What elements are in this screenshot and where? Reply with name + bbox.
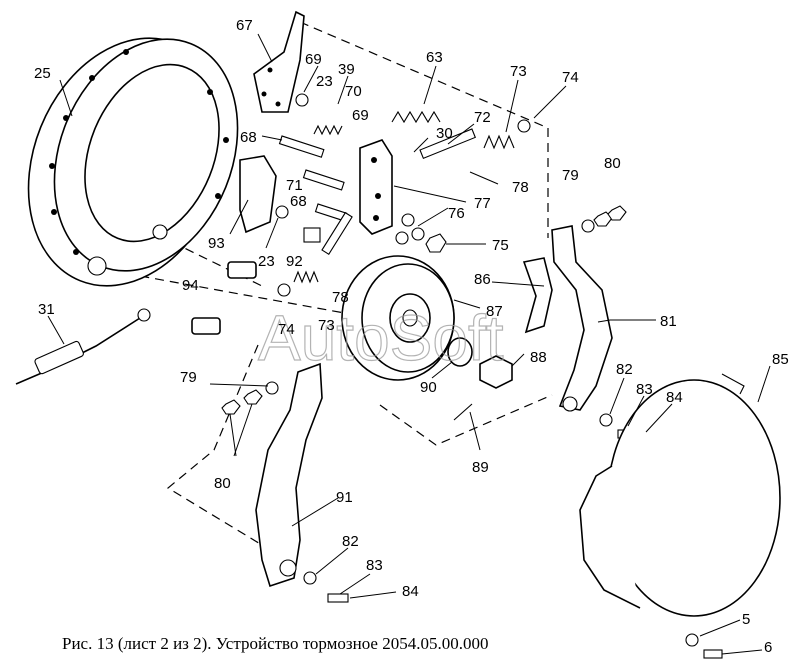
callout-74: 74 — [562, 69, 579, 86]
callout-94: 94 — [182, 277, 199, 294]
callout-89: 89 — [472, 459, 489, 476]
callout-87: 87 — [486, 303, 503, 320]
callout-88: 88 — [530, 349, 547, 366]
flange-ring-25 — [27, 37, 239, 287]
callout-84: 84 — [402, 583, 419, 600]
autosoft-watermark: AutoSoft — [258, 302, 504, 374]
springs-and-pins — [278, 110, 515, 284]
callout-23: 23 — [258, 253, 275, 270]
callout-63: 63 — [426, 49, 443, 66]
callout-86: 86 — [474, 271, 491, 288]
callout-77: 77 — [474, 195, 491, 212]
callout-78: 78 — [332, 289, 349, 306]
callout-80: 80 — [214, 475, 231, 492]
callout-6: 6 — [764, 639, 772, 656]
callout-76: 76 — [448, 205, 465, 222]
callout-69: 69 — [305, 51, 322, 68]
callout-39: 39 — [338, 61, 355, 78]
callout-69: 69 — [352, 107, 369, 124]
fittings-94 — [191, 261, 257, 335]
callout-81: 81 — [660, 313, 677, 330]
leader-lines — [47, 33, 771, 655]
callout-79: 79 — [562, 167, 579, 184]
bracket-67 — [253, 10, 305, 113]
callout-73: 73 — [318, 317, 335, 334]
callout-85: 85 — [772, 351, 789, 368]
bracket-93 — [239, 155, 277, 234]
brake-drum-87 — [341, 255, 455, 381]
callout-31: 31 — [38, 301, 55, 318]
callout-23: 23 — [316, 73, 333, 90]
callout-83: 83 — [366, 557, 383, 574]
drum-nut-88-90 — [447, 337, 513, 421]
callout-82: 82 — [616, 361, 633, 378]
callout-68: 68 — [240, 129, 257, 146]
callout-93: 93 — [208, 235, 225, 252]
cover-85 — [579, 373, 781, 617]
callout-30: 30 — [436, 125, 453, 142]
callout-74: 74 — [278, 321, 295, 338]
callout-75: 75 — [492, 237, 509, 254]
callout-82: 82 — [342, 533, 359, 550]
callout-84: 84 — [666, 389, 683, 406]
callout-5: 5 — [742, 611, 750, 628]
callout-79: 79 — [180, 369, 197, 386]
callout-71: 71 — [286, 177, 303, 194]
lining-86 — [522, 257, 553, 334]
callout-72: 72 — [474, 109, 491, 126]
figure-caption: Рис. 13 (лист 2 из 2). Устройство тормоз… — [62, 634, 489, 653]
callout-67: 67 — [236, 17, 253, 34]
callout-68: 68 — [290, 193, 307, 210]
callout-80: 80 — [604, 155, 621, 172]
cable-31 — [15, 308, 151, 385]
brake-shoe-81 — [551, 225, 613, 412]
callout-70: 70 — [345, 83, 362, 100]
washers-and-nuts — [221, 93, 723, 659]
callout-73: 73 — [510, 63, 527, 80]
lever-77 — [359, 139, 393, 235]
callout-92: 92 — [286, 253, 303, 270]
callout-25: 25 — [34, 65, 51, 82]
callout-91: 91 — [336, 489, 353, 506]
brake-shoe-91 — [255, 362, 323, 588]
callout-90: 90 — [420, 379, 437, 396]
callout-78: 78 — [512, 179, 529, 196]
callout-labels: 25 67 69 23 39 70 69 63 73 74 68 30 72 7… — [34, 17, 789, 656]
callout-83: 83 — [636, 381, 653, 398]
